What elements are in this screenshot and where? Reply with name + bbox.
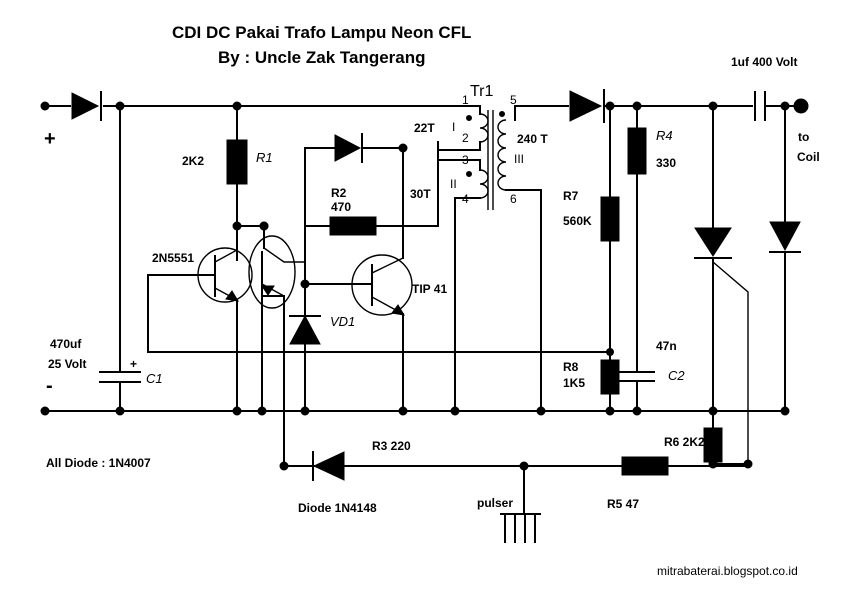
- polarity-plus: +: [44, 128, 56, 150]
- r3-label: R3 220: [372, 439, 411, 453]
- transformer-tr1: [437, 105, 542, 412]
- output-capacitor: [754, 91, 809, 121]
- r1-ref: R1: [256, 150, 273, 165]
- r2-value: 470: [331, 200, 351, 214]
- q2-label: TIP 41: [412, 282, 447, 296]
- title-line-1: CDI DC Pakai Trafo Lampu Neon CFL: [172, 23, 471, 42]
- transformer-name: Tr1: [470, 83, 494, 100]
- coil-diode: [769, 105, 801, 412]
- c2-value: 47n: [656, 339, 677, 353]
- polarity-minus: -: [46, 375, 53, 397]
- q2-tip41-transistor: [304, 147, 413, 412]
- c2-capacitor: [619, 371, 655, 412]
- r1-value: 2K2: [182, 154, 204, 168]
- r7-resistor: [600, 105, 620, 361]
- r8-value: 1K5: [563, 376, 585, 390]
- q-driver-transistor: [248, 225, 305, 412]
- q1-transistor: [197, 228, 253, 412]
- trigger-line: [261, 295, 749, 481]
- r8-resistor: [600, 359, 620, 412]
- r7-ref: R7: [563, 189, 579, 203]
- pulser-pickup: [500, 465, 541, 543]
- r6-resistor: [703, 410, 723, 465]
- tr-pin-4: 4: [462, 192, 469, 206]
- tr-pin-6: 6: [510, 192, 517, 206]
- c1-value-2: 25 Volt: [48, 357, 86, 371]
- c1-value-1: 470uf: [50, 337, 82, 351]
- tr-turns-3: 240 T: [517, 132, 548, 146]
- vd1-diode: [289, 314, 321, 412]
- r5-label: R5 47: [607, 497, 639, 511]
- coil-label: Coil: [797, 150, 820, 164]
- feedback-diode: [304, 133, 404, 227]
- diode-small-label: Diode 1N4148: [298, 501, 377, 515]
- tr-winding-2: II: [450, 177, 457, 191]
- r4-value: 330: [656, 156, 676, 170]
- r2-ref: R2: [331, 186, 347, 200]
- c1-capacitor: [99, 105, 141, 412]
- r4-resistor: [627, 105, 647, 373]
- q1-label: 2N5551: [152, 251, 194, 265]
- title-line-2: By : Uncle Zak Tangerang: [218, 48, 426, 67]
- website: mitrabaterai.blogspot.co.id: [657, 564, 798, 578]
- tr-winding-3: III: [514, 152, 524, 166]
- tr-winding-1: I: [452, 120, 455, 134]
- c1-plus-label: +: [130, 357, 137, 371]
- hv-diode: [569, 89, 605, 123]
- r2-resistor: [304, 149, 439, 331]
- pulser-label: pulser: [477, 496, 513, 510]
- vd1-label: VD1: [330, 314, 355, 329]
- junctions: [40, 101, 790, 471]
- input-diode: [71, 91, 102, 121]
- c2-ref: C2: [668, 368, 685, 383]
- r8-ref: R8: [563, 360, 579, 374]
- c1-ref: C1: [146, 371, 163, 386]
- r6-label: R6 2K2: [664, 435, 705, 449]
- tr-turns-1: 22T: [414, 121, 435, 135]
- tr-pin-5: 5: [510, 93, 517, 107]
- output-capacitor-label: 1uf 400 Volt: [731, 55, 797, 69]
- tr-pin-3: 3: [462, 153, 469, 167]
- tr-turns-2: 30T: [410, 187, 431, 201]
- diode-note: All Diode : 1N4007: [46, 456, 151, 470]
- tr-pin-2: 2: [462, 131, 469, 145]
- q1-base-wire: [147, 274, 611, 353]
- r7-value: 560K: [563, 214, 592, 228]
- tr-pin-1: 1: [462, 93, 469, 107]
- r4-ref: R4: [656, 128, 673, 143]
- coil-to-label: to: [798, 130, 809, 144]
- scr-thyristor: [694, 105, 749, 464]
